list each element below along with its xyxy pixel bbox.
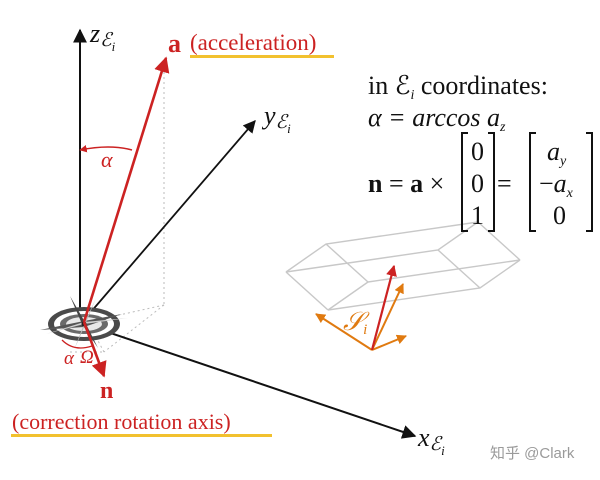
- x-axis: [83, 323, 417, 439]
- acceleration-caption-underline: [190, 55, 334, 58]
- omega-label: Ω: [80, 347, 94, 368]
- matrix1-cell-3: 1: [471, 201, 484, 230]
- y-axis-label: yℰi: [261, 101, 291, 136]
- y-axis: [83, 120, 256, 321]
- omega-rotation-arc: [61, 339, 93, 349]
- local-z-arrow: [371, 283, 404, 351]
- local-y-arrow: [371, 334, 407, 351]
- matrix2-right-bracket: [586, 132, 593, 232]
- matrix2-cell-2: −ax: [539, 169, 574, 201]
- correction-axis-vector: [82, 321, 107, 378]
- n-equation-equals: =: [497, 169, 512, 198]
- local-accel-arrow: [370, 264, 397, 351]
- matrix1-right-bracket: [488, 132, 495, 232]
- coordinate-axes: [73, 28, 417, 439]
- matrix2-cell-1: ay: [547, 137, 567, 169]
- correction-axis-symbol: n: [100, 378, 113, 404]
- acceleration-vector: [82, 56, 170, 323]
- x-axis-label: xℰi: [417, 423, 445, 458]
- correction-axis-caption: (correction rotation axis): [12, 409, 231, 434]
- sensor-frame-inset: 𝒮i: [285, 221, 521, 351]
- alpha-bottom-label: α: [64, 348, 75, 369]
- alpha-angle-arc: [79, 145, 133, 153]
- local-frame-label: 𝒮i: [343, 307, 370, 338]
- local-x-arrow: [315, 313, 373, 351]
- matrix2-cell-3: 0: [553, 201, 566, 230]
- acceleration-caption: (acceleration): [190, 30, 316, 55]
- correction-caption-underline: [11, 434, 272, 437]
- z-axis-label: zℰi: [89, 19, 116, 54]
- alpha-equation: α = arccos az: [368, 103, 506, 135]
- alpha-top-label: α: [101, 147, 113, 172]
- matrix2-left-bracket: [529, 132, 536, 232]
- acceleration-symbol: a: [168, 29, 181, 58]
- matrix1-cell-2: 0: [471, 169, 484, 198]
- watermark-text: 知乎 @Clark: [490, 445, 575, 462]
- n-equation-lhs: n = a ×: [368, 169, 444, 198]
- equation-header: in ℰi coordinates:: [368, 71, 548, 103]
- gray-box: [285, 221, 521, 311]
- equations-block: in ℰi coordinates: α = arccos az n = a ×…: [368, 71, 593, 232]
- matrix1-left-bracket: [461, 132, 468, 232]
- matrix1-cell-1: 0: [471, 137, 484, 166]
